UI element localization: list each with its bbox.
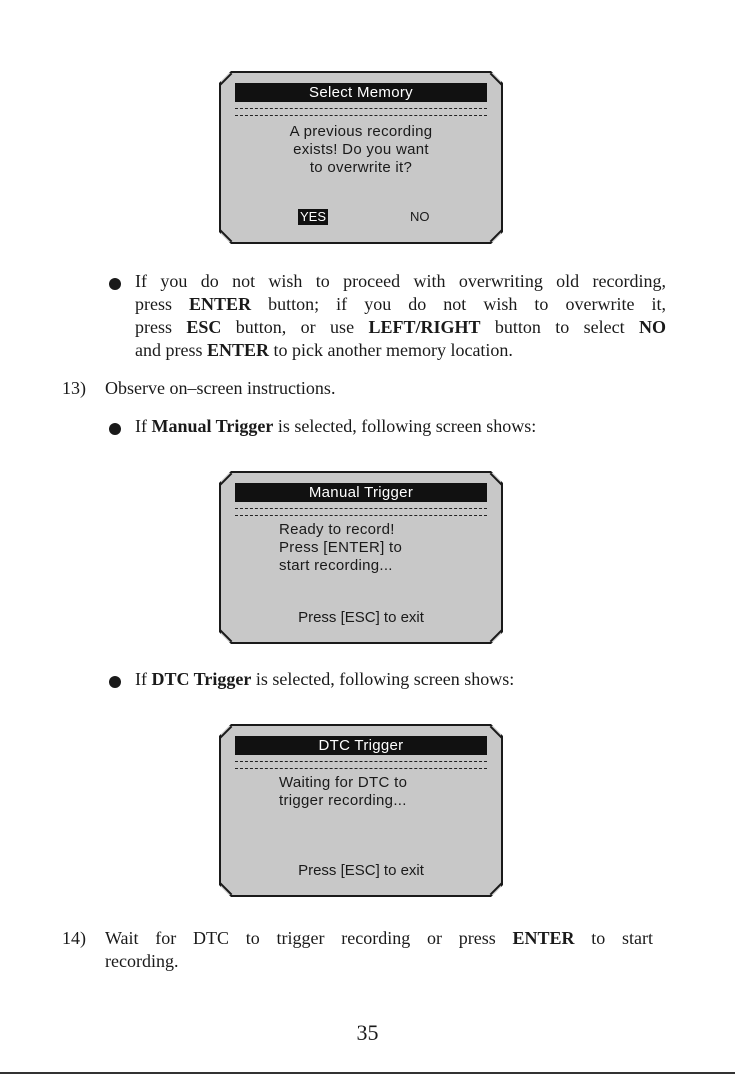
paragraph-line: Wait for DTC to trigger recording or pre… [105,928,653,948]
screen-message: Waiting for DTC to trigger recording... [279,774,407,810]
step-number: 13) [62,378,86,398]
bottom-rule [0,1072,735,1074]
message-line: Press [ENTER] to [279,539,403,556]
message-line: Ready to record! [279,521,395,538]
screen-manual-trigger: Manual Trigger Ready to record! Press [E… [219,471,503,644]
screen-exit-hint: Press [ESC] to exit [298,862,424,879]
message-line: start recording... [279,557,393,574]
paragraph-line: If you do not wish to proceed with overw… [135,271,666,291]
bullet-paragraph-manual: If Manual Trigger is selected, following… [135,416,537,436]
screen-exit-hint: Press [ESC] to exit [298,609,424,626]
message-line: exists! Do you want [293,141,429,158]
screen-title: Manual Trigger [235,483,487,502]
paragraph-line: press ESC button, or use LEFT/RIGHT butt… [135,317,667,337]
screen-message: A previous recording exists! Do you want… [221,123,501,177]
paragraph-line: press ENTER button; if you do not wish t… [135,294,666,314]
screen-message: Ready to record! Press [ENTER] to start … [279,521,402,575]
bullet-paragraph-dtc: If DTC Trigger is selected, following sc… [135,669,515,689]
page-number: 35 [356,1020,379,1045]
option-yes-selected: YES [300,209,327,224]
screen-divider [235,761,487,769]
bullet-icon [109,676,121,688]
screen-title: DTC Trigger [235,736,487,755]
screen-divider [235,508,487,516]
paragraph-line: recording. [105,951,179,971]
bullet-icon [109,278,121,290]
message-line: to overwrite it? [309,159,413,176]
message-line: A previous recording [289,123,433,140]
step-text: Observe on–screen instructions. [105,378,336,398]
screen-dtc-trigger: DTC Trigger Waiting for DTC to trigger r… [219,724,503,897]
option-no: NO [410,209,430,224]
screen-title: Select Memory [235,83,487,102]
step-text: Wait for DTC to trigger recording or pre… [105,927,653,973]
step-number: 14) [62,928,86,948]
bullet-paragraph-overwrite: If you do not wish to proceed with overw… [135,270,666,362]
screen-divider [235,108,487,116]
paragraph-line: and press ENTER to pick another memory l… [135,340,513,360]
bullet-icon [109,423,121,435]
message-line: Waiting for DTC to [279,774,408,791]
message-line: trigger recording... [279,792,407,809]
screen-select-memory: Select Memory A previous recording exist… [219,71,503,244]
